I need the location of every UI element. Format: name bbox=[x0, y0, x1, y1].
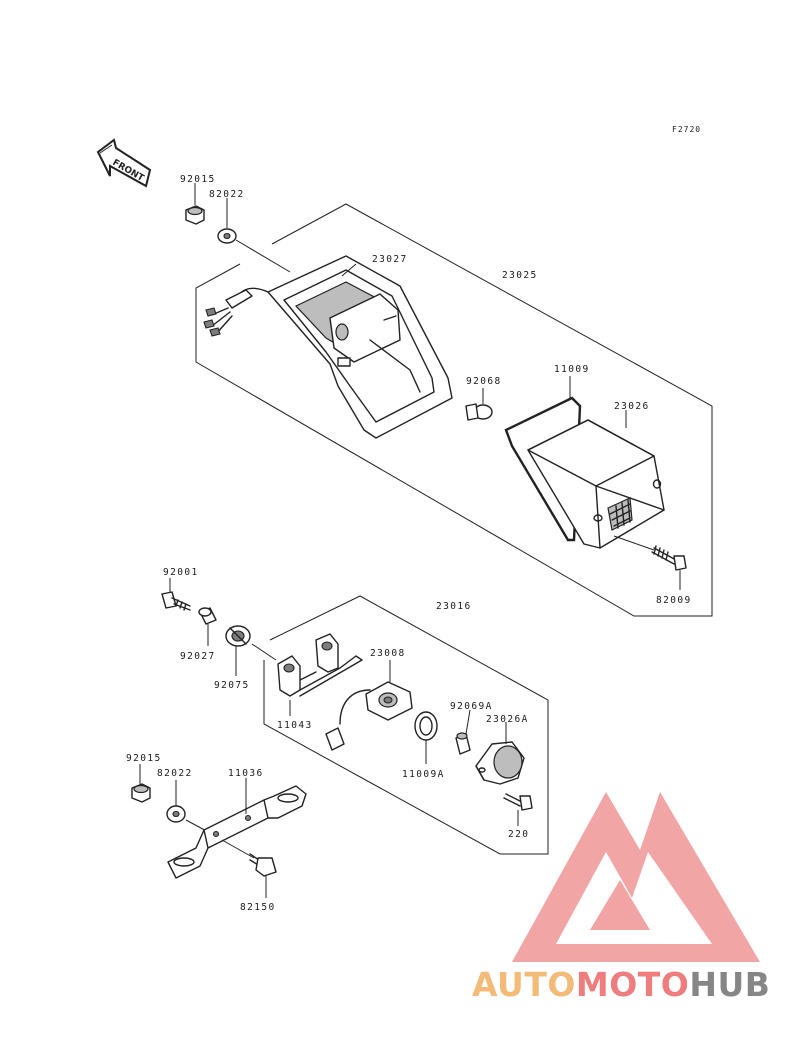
nut-92015-top bbox=[185, 183, 205, 225]
washer-82022-bottom bbox=[166, 780, 213, 835]
label-220: 220 bbox=[508, 829, 529, 840]
watermark-part3: HUB bbox=[689, 965, 770, 1004]
label-11036: 11036 bbox=[228, 768, 264, 779]
lens-23026A bbox=[475, 722, 525, 785]
bulb-92069A bbox=[455, 709, 471, 755]
nut-92015-bottom bbox=[131, 764, 151, 803]
gasket-11009 bbox=[504, 376, 582, 542]
lens-23026 bbox=[527, 410, 665, 549]
label-92068: 92068 bbox=[466, 376, 502, 387]
bolt-82150 bbox=[221, 839, 277, 898]
label-23027: 23027 bbox=[372, 254, 408, 265]
label-23026A: 23026A bbox=[486, 714, 529, 725]
label-92015-bottom: 92015 bbox=[126, 753, 162, 764]
label-92015-top: 92015 bbox=[180, 174, 216, 185]
screw-92001 bbox=[161, 578, 191, 611]
watermark-text: AUTOMOTOHUB bbox=[472, 965, 770, 1004]
figure-code: F2720 bbox=[672, 125, 701, 134]
label-23016: 23016 bbox=[436, 601, 472, 612]
grommet-92075 bbox=[225, 625, 277, 676]
label-11009A: 11009A bbox=[402, 769, 445, 780]
watermark-triangle-icon bbox=[512, 792, 760, 962]
socket-23008 bbox=[325, 660, 413, 751]
label-82022-top: 82022 bbox=[209, 189, 245, 200]
bulb-92068 bbox=[465, 388, 493, 421]
screw-220 bbox=[503, 793, 533, 826]
watermark-logo: AUTOMOTOHUB bbox=[472, 792, 770, 1004]
part-labels: 92015 82022 23027 23025 92068 11009 2302… bbox=[126, 174, 692, 913]
label-23008: 23008 bbox=[370, 648, 406, 659]
screw-82009 bbox=[613, 535, 687, 590]
label-92069A: 92069A bbox=[450, 701, 493, 712]
washer-82022-top bbox=[217, 198, 291, 273]
label-92075: 92075 bbox=[214, 680, 250, 691]
tail-light-housing-23027 bbox=[203, 255, 453, 439]
label-11009: 11009 bbox=[554, 364, 590, 375]
label-23025: 23025 bbox=[502, 270, 538, 281]
label-82022-bottom: 82022 bbox=[157, 768, 193, 779]
label-92027: 92027 bbox=[180, 651, 216, 662]
label-82009: 82009 bbox=[656, 595, 692, 606]
assembly-frame-23016 bbox=[263, 595, 549, 855]
assembly-frame-23025 bbox=[195, 203, 713, 617]
bracket-11036 bbox=[167, 778, 307, 879]
label-23026: 23026 bbox=[614, 401, 650, 412]
watermark-part2: MOTO bbox=[576, 965, 689, 1004]
front-arrow-icon: FRONT bbox=[96, 138, 152, 188]
bracket-11043 bbox=[277, 633, 363, 716]
collar-92027 bbox=[198, 607, 217, 646]
label-82150: 82150 bbox=[240, 902, 276, 913]
label-92001: 92001 bbox=[163, 567, 199, 578]
gasket-11009A bbox=[414, 711, 438, 764]
watermark-part1: AUTO bbox=[472, 965, 576, 1004]
label-11043: 11043 bbox=[277, 720, 313, 731]
